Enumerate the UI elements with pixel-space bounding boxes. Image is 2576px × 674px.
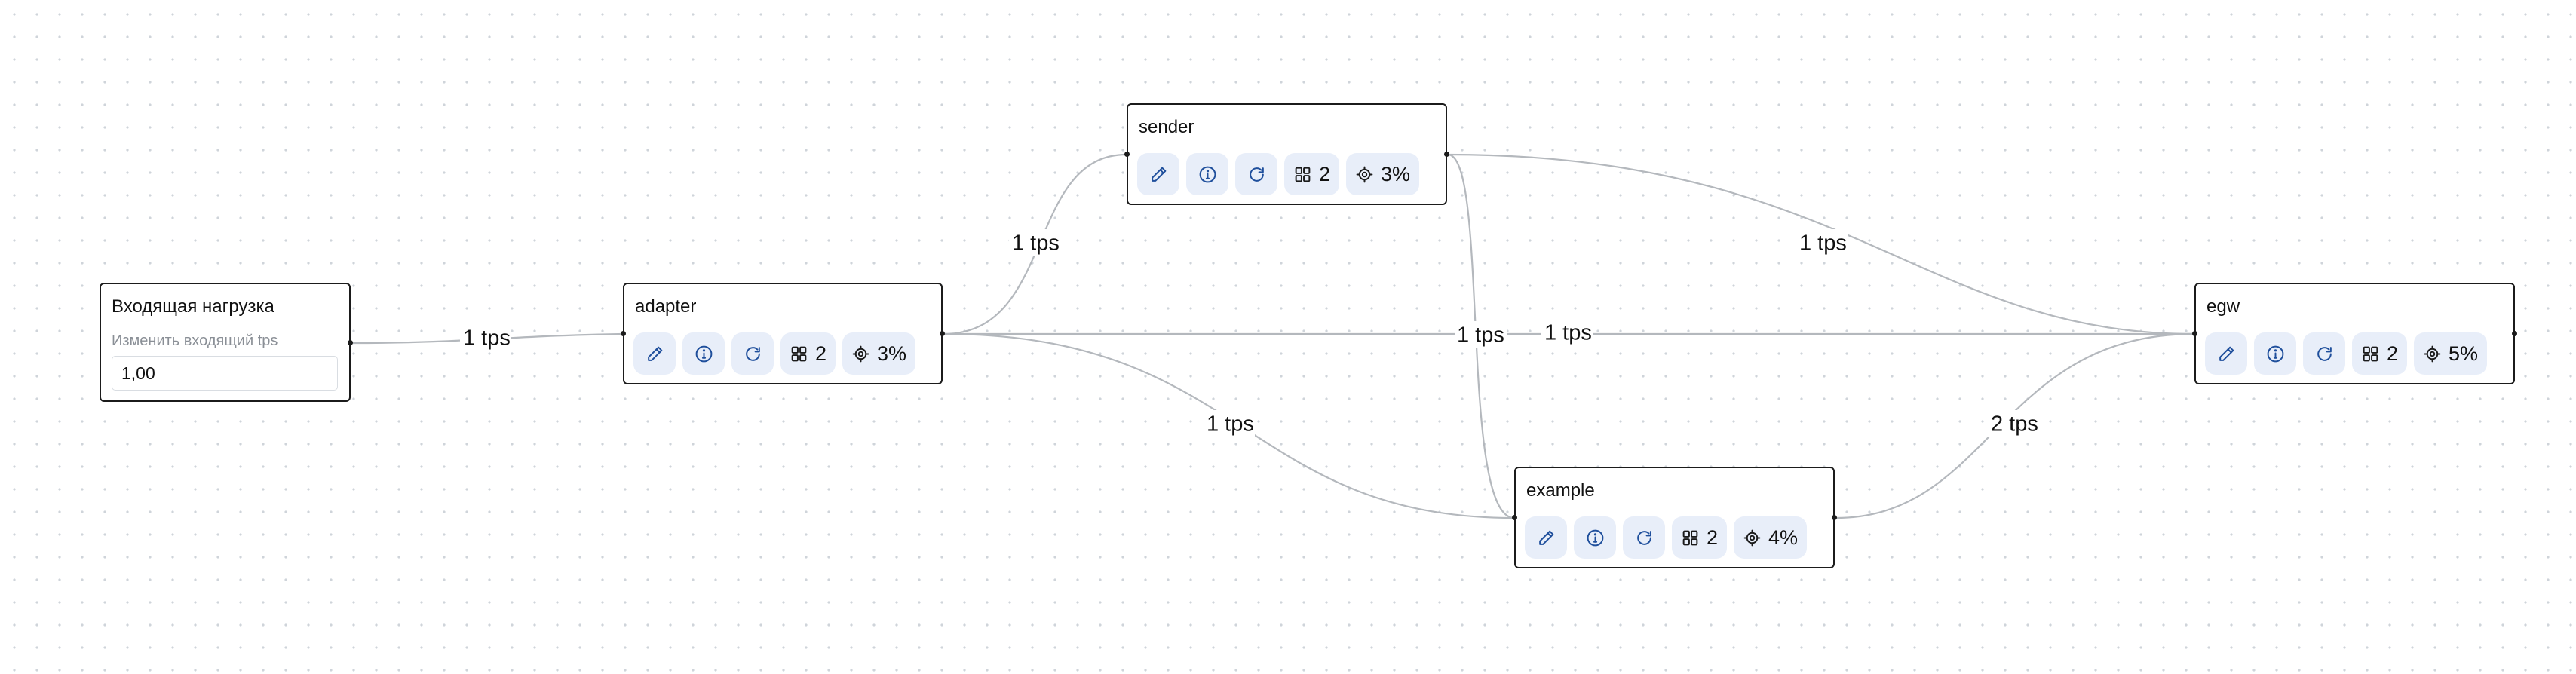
- node-sender[interactable]: sender 2 3%: [1124, 103, 1449, 205]
- egw-output-handle[interactable]: [2512, 331, 2517, 336]
- input-load-node[interactable]: Входящая нагрузка Изменить входящий tps: [100, 283, 353, 402]
- sender-info-button[interactable]: [1186, 153, 1228, 195]
- node-example[interactable]: example 2 4%: [1512, 467, 1837, 568]
- sender-load-button[interactable]: 3%: [1346, 153, 1420, 195]
- example-refresh-button[interactable]: [1623, 516, 1665, 559]
- example-count-button[interactable]: 2: [1672, 516, 1728, 559]
- info-icon: [2267, 345, 2283, 362]
- example-percent-value: 4%: [1768, 525, 1799, 549]
- sender-input-handle[interactable]: [1124, 152, 1130, 157]
- node-adapter[interactable]: adapter 2 3%: [621, 283, 945, 384]
- egw-info-button[interactable]: [2254, 332, 2296, 375]
- edge-label-input-adapter: 1 tps: [463, 326, 511, 351]
- example-output-handle[interactable]: [1832, 515, 1837, 520]
- adapter-count-button[interactable]: 2: [780, 332, 836, 375]
- incoming-tps-input[interactable]: [112, 356, 338, 391]
- sender-count-value: 2: [1319, 162, 1331, 185]
- egw-edit-button[interactable]: [2205, 332, 2247, 375]
- egw-input-handle[interactable]: [2192, 331, 2197, 336]
- grid-icon: [1682, 530, 1698, 545]
- pencil-icon: [2219, 346, 2234, 361]
- info-icon: [695, 345, 712, 362]
- info-icon: [1587, 529, 1603, 546]
- node-example-actions: 2 4%: [1525, 516, 1808, 559]
- edge-label-adapter-sender: 1 tps: [1012, 231, 1060, 256]
- grid-icon: [791, 346, 807, 361]
- adapter-count-value: 2: [815, 342, 827, 365]
- adapter-percent-value: 3%: [877, 342, 907, 365]
- node-adapter-title: adapter: [635, 296, 697, 317]
- edge-label-adapter-egw: 1 tps: [1544, 321, 1592, 345]
- sender-edit-button[interactable]: [1137, 153, 1179, 195]
- node-sender-actions: 2 3%: [1137, 153, 1420, 195]
- egw-count-button[interactable]: 2: [2352, 332, 2408, 375]
- sender-count-button[interactable]: 2: [1284, 153, 1340, 195]
- cpu-icon: [2424, 345, 2441, 362]
- node-egw-actions: 2 5%: [2205, 332, 2488, 375]
- example-edit-button[interactable]: [1525, 516, 1567, 559]
- edge-label-example-egw: 2 tps: [1991, 412, 2038, 437]
- edge-label-sender-example: 1 tps: [1457, 323, 1504, 348]
- refresh-icon: [745, 346, 760, 361]
- example-count-value: 2: [1707, 525, 1719, 549]
- example-load-button[interactable]: 4%: [1734, 516, 1808, 559]
- input-node-subtitle: Изменить входящий tps: [112, 332, 278, 349]
- refresh-icon: [2317, 346, 2332, 361]
- pencil-icon: [647, 346, 662, 361]
- node-sender-title: sender: [1139, 117, 1194, 137]
- sender-output-handle[interactable]: [1444, 152, 1449, 157]
- input-node-title: Входящая нагрузка: [112, 296, 274, 317]
- cpu-icon: [852, 345, 869, 362]
- adapter-input-handle[interactable]: [621, 331, 626, 336]
- cpu-icon: [1356, 166, 1373, 182]
- sender-percent-value: 3%: [1381, 162, 1411, 185]
- egw-refresh-button[interactable]: [2303, 332, 2345, 375]
- grid-icon: [1295, 167, 1311, 182]
- info-icon: [1199, 166, 1216, 182]
- grid-icon: [2363, 346, 2378, 361]
- refresh-icon: [1249, 167, 1264, 182]
- adapter-refresh-button[interactable]: [731, 332, 774, 375]
- adapter-info-button[interactable]: [682, 332, 725, 375]
- adapter-edit-button[interactable]: [633, 332, 676, 375]
- refresh-icon: [1636, 530, 1651, 545]
- edge-label-sender-egw: 1 tps: [1799, 231, 1847, 256]
- adapter-output-handle[interactable]: [940, 331, 945, 336]
- pencil-icon: [1538, 530, 1553, 545]
- node-egw[interactable]: egw 2 5%: [2192, 283, 2517, 384]
- example-input-handle[interactable]: [1512, 515, 1517, 520]
- node-adapter-actions: 2 3%: [633, 332, 916, 375]
- cpu-icon: [1743, 529, 1761, 546]
- egw-load-button[interactable]: 5%: [2414, 332, 2488, 375]
- edge-label-adapter-example: 1 tps: [1207, 412, 1254, 437]
- node-egw-title: egw: [2206, 296, 2240, 317]
- egw-percent-value: 5%: [2449, 342, 2479, 365]
- node-example-title: example: [1526, 480, 1595, 501]
- example-info-button[interactable]: [1574, 516, 1616, 559]
- pencil-icon: [1151, 167, 1166, 182]
- input-node-output-handle[interactable]: [348, 339, 353, 345]
- edge-sender-egw[interactable]: [1447, 153, 2195, 335]
- sender-refresh-button[interactable]: [1235, 153, 1277, 195]
- egw-count-value: 2: [2387, 342, 2399, 365]
- adapter-load-button[interactable]: 3%: [842, 332, 916, 375]
